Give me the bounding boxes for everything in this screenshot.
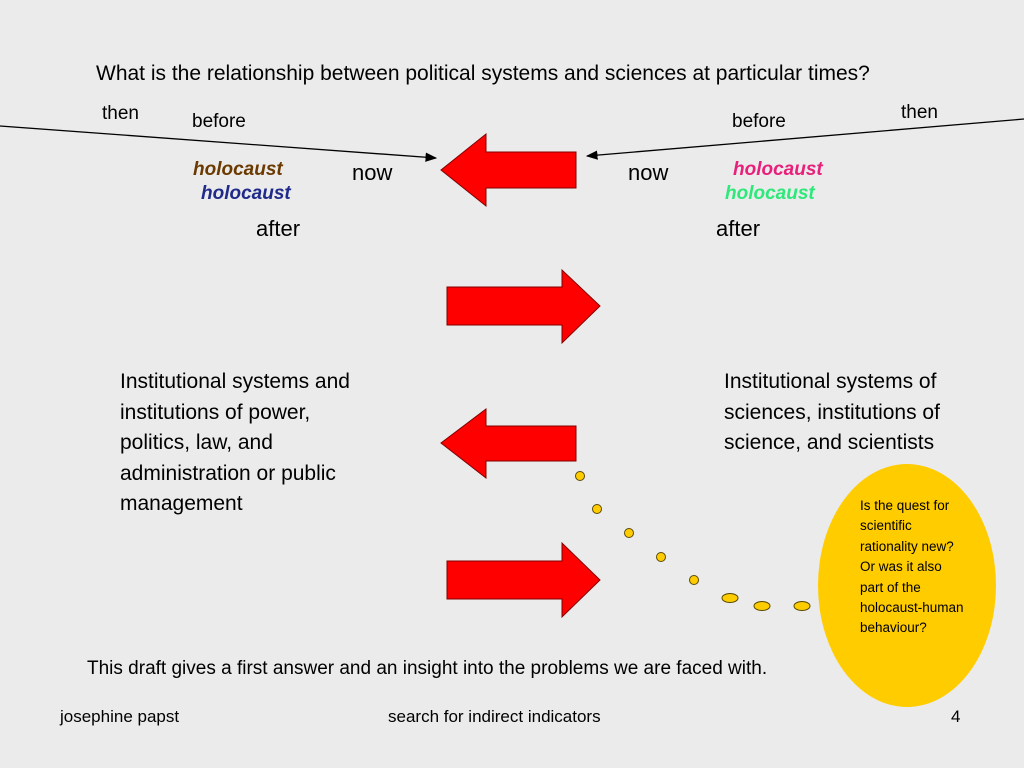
thought-dots bbox=[575, 471, 811, 611]
arrow-right-upper bbox=[446, 268, 601, 345]
right-then-label: then bbox=[901, 102, 938, 123]
right-holocaust-2: holocaust bbox=[725, 183, 815, 204]
right-after-label: after bbox=[716, 216, 761, 241]
left-holocaust-1: holocaust bbox=[193, 159, 283, 180]
arrow-left-lower bbox=[440, 407, 577, 480]
footer-author: josephine papst bbox=[60, 707, 180, 726]
footer-topic: search for indirect indicators bbox=[388, 707, 601, 726]
thought-dot bbox=[793, 601, 811, 611]
question-bubble bbox=[818, 464, 996, 707]
political-institutions-text: Institutional systems and institutions o… bbox=[120, 370, 350, 515]
arrow-right-bottom bbox=[446, 541, 601, 619]
left-now-label: now bbox=[352, 160, 393, 185]
science-institutions-text: Institutional systems of sciences, insti… bbox=[724, 370, 940, 454]
thought-dot bbox=[575, 471, 585, 481]
page-number: 4 bbox=[951, 707, 961, 726]
left-after-label: after bbox=[256, 216, 301, 241]
slide-question: What is the relationship between politic… bbox=[96, 62, 870, 85]
left-then-label: then bbox=[102, 103, 139, 124]
thought-dot bbox=[624, 528, 634, 538]
right-holocaust-1: holocaust bbox=[733, 159, 823, 180]
question-bubble-text: Is the quest for scientific rationality … bbox=[860, 498, 964, 636]
timeline-left bbox=[0, 125, 438, 162]
timeline-right bbox=[585, 118, 1024, 160]
left-holocaust-2: holocaust bbox=[201, 183, 291, 204]
right-now-label: now bbox=[628, 160, 669, 185]
left-before-label: before bbox=[192, 111, 246, 132]
right-before-label: before bbox=[732, 111, 786, 132]
thought-dot bbox=[592, 504, 602, 514]
thought-dot bbox=[689, 575, 699, 585]
thought-dot bbox=[721, 593, 739, 603]
conclusion-text: This draft gives a first answer and an i… bbox=[87, 658, 768, 679]
thought-dot bbox=[656, 552, 666, 562]
arrow-left-top bbox=[440, 132, 577, 208]
thought-dot bbox=[753, 601, 771, 611]
